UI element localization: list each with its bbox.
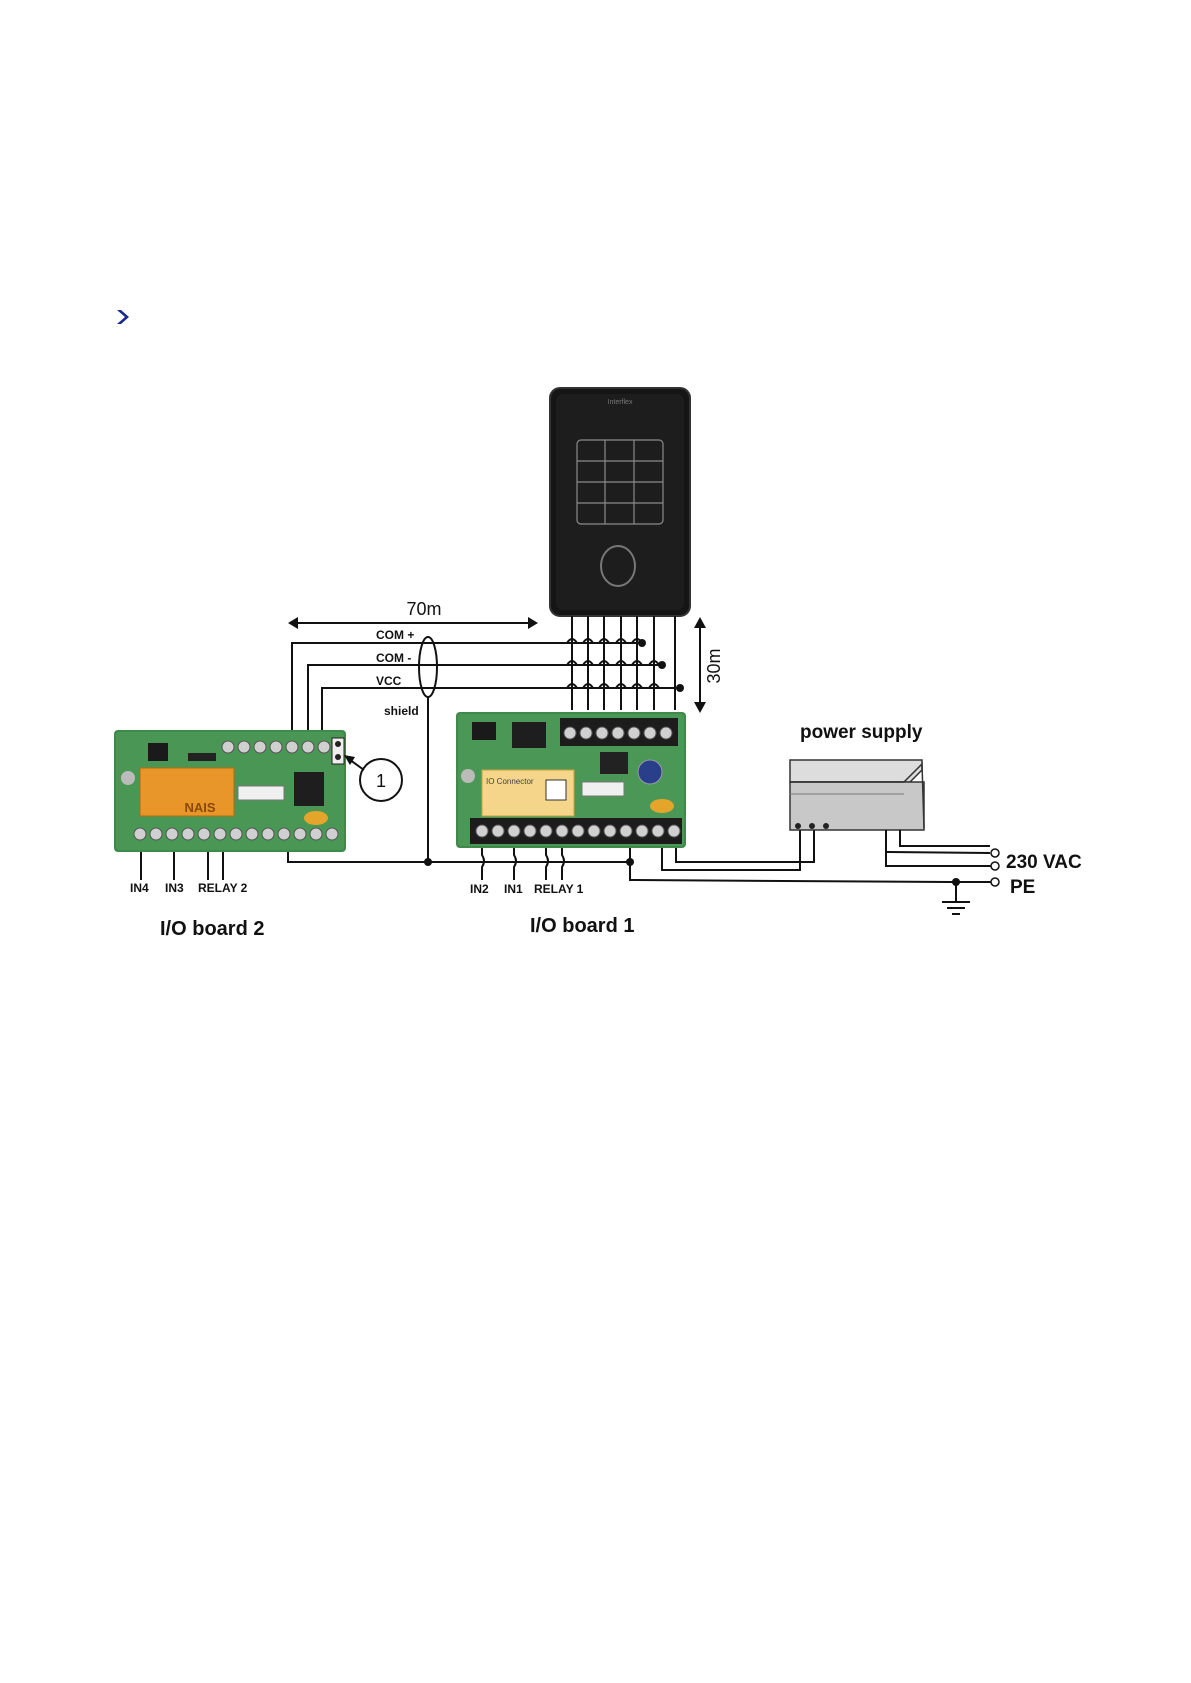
com-minus-label: COM -: [376, 651, 411, 665]
board1-terminal-in2: IN2: [470, 882, 489, 896]
distance-vertical-label: 30m: [704, 648, 724, 683]
mains-label: 230 VAC: [1006, 852, 1082, 873]
board2-terminal-in4: IN4: [130, 881, 149, 895]
board1-terminal-in1: IN1: [504, 882, 523, 896]
com-plus-label: COM +: [376, 628, 414, 642]
board2-title: I/O board 2: [160, 918, 264, 940]
dimension-70m: 70m: [288, 599, 538, 629]
board1-title: I/O board 1: [530, 915, 634, 937]
power-supply-icon: [790, 760, 924, 830]
board2-terminal-relay: RELAY 2: [198, 881, 248, 895]
callout-number: 1: [376, 771, 386, 791]
vcc-label: VCC: [376, 674, 402, 688]
keypad-reader-icon: Interflex: [550, 388, 690, 616]
reader-brand: Interflex: [608, 399, 633, 406]
board1-sticker: IO Connector: [486, 777, 534, 786]
board1-terminal-relay: RELAY 1: [534, 882, 584, 896]
distance-horizontal-label: 70m: [406, 599, 441, 619]
earth-label: PE: [1010, 877, 1035, 898]
dimension-30m: 30m: [694, 617, 724, 713]
io-board-1-icon: IO Connector: [456, 712, 686, 848]
io-board-2-icon: NAIS: [114, 730, 346, 852]
board2-terminal-in3: IN3: [165, 881, 184, 895]
callout-1: 1: [344, 755, 402, 801]
shield-label: shield: [384, 704, 419, 718]
ground-symbol-icon: [942, 882, 970, 914]
relay-marking: NAIS: [184, 800, 215, 815]
power-supply-title: power supply: [800, 722, 923, 743]
